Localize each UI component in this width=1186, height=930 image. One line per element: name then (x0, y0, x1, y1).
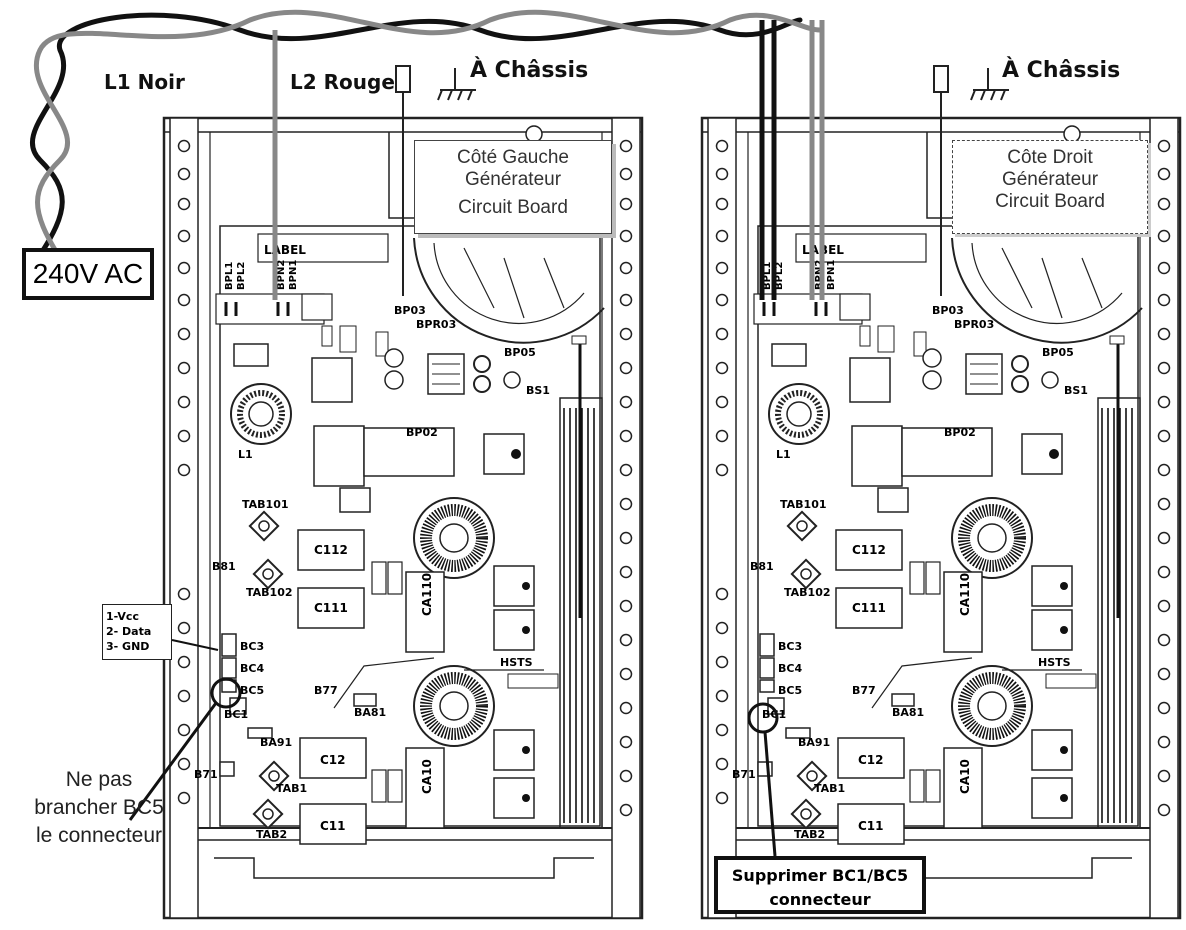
remove-line-1: Supprimer BC1/BC5 (731, 866, 909, 885)
right-board-title: Côte Droit Générateur Circuit Board (952, 140, 1148, 234)
l1-wire-label: L1 Noir (104, 70, 185, 94)
warning-note: Ne pas brancher BC5 le connecteur (14, 766, 184, 850)
pin-legend-2: 2- Data (106, 625, 152, 638)
remove-note: Supprimer BC1/BC5 connecteur (714, 856, 926, 914)
right-chassis-label: À Châssis (1002, 58, 1121, 83)
pin-legend-1: 1-Vcc (106, 610, 139, 623)
left-board-title-line-1: Côté Gauche (457, 147, 569, 168)
power-cable (30, 9, 823, 261)
l2-wire-label: L2 Rouge (290, 70, 395, 94)
remove-line-2: connecteur (769, 890, 871, 909)
right-board-title-line-3: Circuit Board (995, 191, 1105, 212)
left-chassis-label: À Châssis (470, 58, 589, 83)
right-board-title-line-2: Générateur (1001, 169, 1099, 190)
left-board-title-line-3: Circuit Board (458, 197, 568, 218)
warning-line-3: le connecteur (35, 824, 163, 847)
voltage-box: 240V AC (22, 248, 154, 300)
warning-line-2: brancher BC5 (34, 796, 164, 819)
left-board-title: Côté Gauche Générateur Circuit Board (414, 140, 612, 234)
power-leads (272, 20, 825, 300)
callout-marks (128, 639, 779, 857)
warning-line-1: Ne pas (65, 768, 133, 791)
ground-leads (395, 65, 1009, 296)
left-board-title-line-2: Générateur (464, 169, 562, 190)
right-board-title-line-1: Côte Droit (1007, 147, 1093, 168)
pin-legend: 1-Vcc 2- Data 3- GND (102, 604, 172, 660)
pin-legend-3: 3- GND (106, 640, 150, 653)
